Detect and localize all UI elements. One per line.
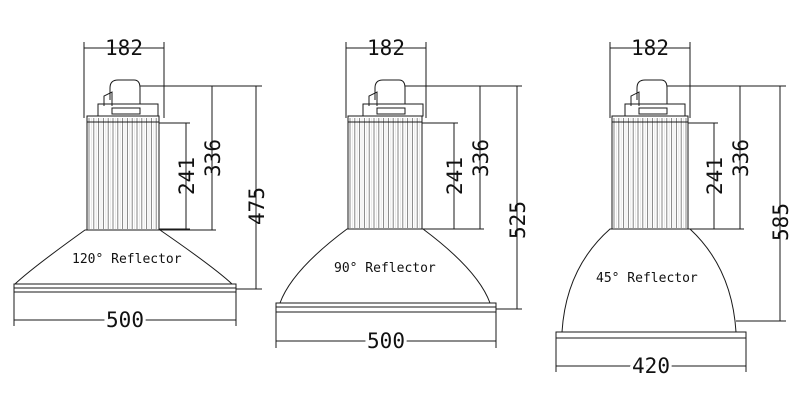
dim-base-width: 500 <box>275 312 497 356</box>
dim-base-width: 500 <box>13 292 237 335</box>
heatsink-fins <box>613 118 687 228</box>
lamp-45-reflector: 45° Reflector 182 241 336 585 <box>555 36 793 381</box>
heatsink-fins <box>349 118 421 228</box>
dim-top-width-value: 182 <box>631 36 669 60</box>
dim-336: 336 <box>405 85 493 230</box>
dim-base-width: 420 <box>555 351 747 381</box>
dim-total-height: 585 <box>736 85 793 322</box>
dim-241: 241 <box>688 122 727 230</box>
dim-total-height-value: 525 <box>506 201 530 239</box>
reflector-label: 90° Reflector <box>334 261 436 276</box>
dim-336-value: 336 <box>469 139 493 177</box>
dim-top-width: 182 <box>609 36 691 118</box>
dim-base-width-value: 500 <box>367 329 405 353</box>
heatsink <box>611 115 689 230</box>
heatsink <box>347 115 423 230</box>
lamp-90-reflector: 90° Reflector 182 241 336 525 <box>275 36 530 356</box>
dim-top-width: 182 <box>345 36 427 118</box>
mount-hook <box>624 79 686 117</box>
dim-base-width-value: 420 <box>632 354 670 378</box>
heatsink <box>86 115 160 231</box>
dim-241-value: 241 <box>703 157 727 195</box>
dim-336-value: 336 <box>729 139 753 177</box>
dim-total-height: 525 <box>480 85 530 310</box>
reflector-label: 45° Reflector <box>596 271 698 286</box>
dim-336: 336 <box>140 85 225 231</box>
dim-top-width-value: 182 <box>105 36 143 60</box>
dim-top-width-value: 182 <box>367 36 405 60</box>
dim-total-height-value: 475 <box>245 187 269 225</box>
heatsink-fins <box>88 118 157 229</box>
dim-241: 241 <box>159 122 199 230</box>
dim-base-width-value: 500 <box>106 308 144 332</box>
lamp-120-reflector: 120° Reflector 182 241 336 <box>13 36 269 335</box>
dim-total-height: 475 <box>212 85 269 290</box>
mount-hook <box>97 79 159 117</box>
reflector-label: 120° Reflector <box>72 252 182 267</box>
dim-336-value: 336 <box>201 139 225 177</box>
mount-hook <box>362 79 424 117</box>
dim-total-height-value: 585 <box>769 203 793 241</box>
dim-241-value: 241 <box>443 157 467 195</box>
dim-336: 336 <box>667 85 753 230</box>
dim-top-width: 182 <box>83 36 165 118</box>
dim-241-value: 241 <box>175 157 199 195</box>
dim-241: 241 <box>422 122 467 230</box>
